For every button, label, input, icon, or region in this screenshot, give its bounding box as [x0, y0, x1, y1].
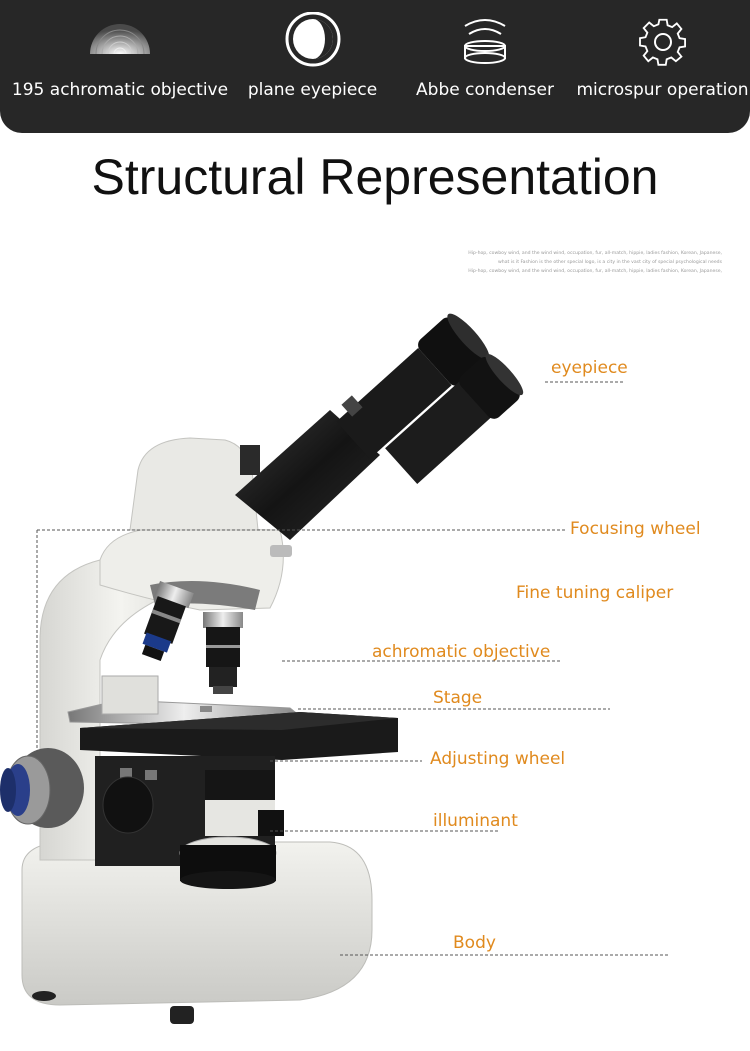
feature-abbe-condenser: Abbe condenser [405, 0, 565, 133]
label-illuminant: illuminant [433, 811, 518, 831]
gear-icon [638, 18, 686, 66]
feature-achromatic-objective: 195 achromatic objective [0, 0, 240, 133]
label-achromatic-objective: achromatic objective [372, 642, 551, 662]
fine-print-line: Hip-hop, cowboy wind, and the wind wind,… [468, 269, 722, 274]
feature-banner: 195 achromatic objective plane eyepiece … [0, 0, 750, 133]
fine-print-line: what is it Fashion is the other special … [498, 260, 722, 265]
page-title: Structural Representation [91, 149, 659, 205]
eyepiece-lens-icon [285, 12, 340, 67]
feature-label: Abbe condenser [416, 80, 554, 100]
label-adjusting-wheel: Adjusting wheel [430, 749, 566, 769]
condenser-icon [464, 19, 506, 64]
label-stage: Stage [433, 688, 483, 708]
objective-rings-icon [90, 24, 150, 55]
microscope-illustration [0, 313, 670, 1024]
label-fine-tuning-caliper: Fine tuning caliper [516, 583, 674, 603]
label-body: Body [453, 933, 496, 953]
feature-label: 195 achromatic objective [11, 80, 229, 100]
feature-plane-eyepiece: plane eyepiece [240, 0, 385, 133]
fine-print-line: Hip-hop, cowboy wind, and the wind wind,… [468, 251, 722, 256]
feature-label: plane eyepiece [247, 80, 378, 100]
feature-label: microspur operation [576, 80, 749, 100]
feature-microspur-operation: microspur operation [575, 0, 750, 133]
label-focusing-wheel: Focusing wheel [570, 519, 701, 539]
label-eyepiece: eyepiece [551, 358, 628, 378]
